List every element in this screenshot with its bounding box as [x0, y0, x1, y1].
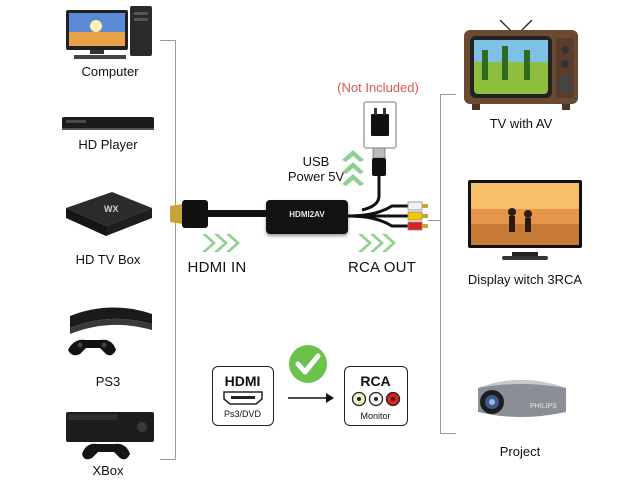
check-icon [289, 345, 327, 383]
rca-out-arrows-icon [358, 234, 396, 252]
hd-player-label: HD Player [78, 137, 138, 152]
rca-cables-icon [347, 201, 428, 231]
projector-label: Project [499, 444, 541, 459]
hdmi-port-icon [223, 391, 263, 405]
hdmi-badge: HDMI Ps3/DVD [212, 366, 274, 426]
conversion-arrow-icon [288, 393, 334, 403]
tv-with-av-label: TV with AV [489, 116, 553, 131]
usb-cable-icon [361, 148, 386, 212]
hdmi-cable-icon [170, 200, 278, 228]
right-bracket [440, 94, 456, 434]
rca-badge-title: RCA [360, 373, 391, 389]
computer-icon [66, 6, 152, 59]
right-bracket-tick [428, 220, 440, 221]
adapter-box-label: HDMI2AV [289, 210, 325, 219]
ps3-label: PS3 [95, 374, 121, 389]
hd-player-icon [62, 117, 154, 130]
hdmi-in-label: HDMI IN [187, 259, 247, 276]
rca-out-label: RCA OUT [347, 259, 417, 276]
rca-badge: RCA Monitor [344, 366, 408, 426]
retro-tv-icon [464, 20, 578, 110]
rca-badge-sub: Monitor [360, 411, 391, 421]
display-icon [468, 180, 582, 260]
hdmi-badge-sub: Ps3/DVD [223, 409, 261, 419]
projector-icon: PHILIPS [478, 380, 566, 417]
ps3-icon [68, 307, 152, 356]
computer-label: Computer [81, 64, 139, 79]
hdmi-in-arrows-icon [202, 234, 240, 252]
not-included-label: (Not Included) [337, 80, 419, 95]
usb-up-arrows-icon [342, 150, 364, 186]
power-adapter-icon [363, 101, 397, 149]
tv-box-icon: WX [66, 192, 152, 236]
hdmi-badge-title: HDMI [224, 373, 261, 389]
projector-brand: PHILIPS [530, 403, 557, 410]
display-label: Display witch 3RCA [467, 272, 583, 287]
rca-ports-icon [351, 391, 401, 407]
tv-box-logo: WX [104, 204, 119, 214]
hd-tv-box-label: HD TV Box [75, 252, 141, 267]
xbox-label: XBox [92, 463, 124, 478]
xbox-icon [66, 412, 154, 460]
adapter-box: HDMI2AV [266, 200, 348, 234]
usb-label-line1: USB [302, 154, 330, 169]
left-bracket [160, 40, 176, 460]
usb-label-line2: Power 5V [287, 169, 345, 184]
